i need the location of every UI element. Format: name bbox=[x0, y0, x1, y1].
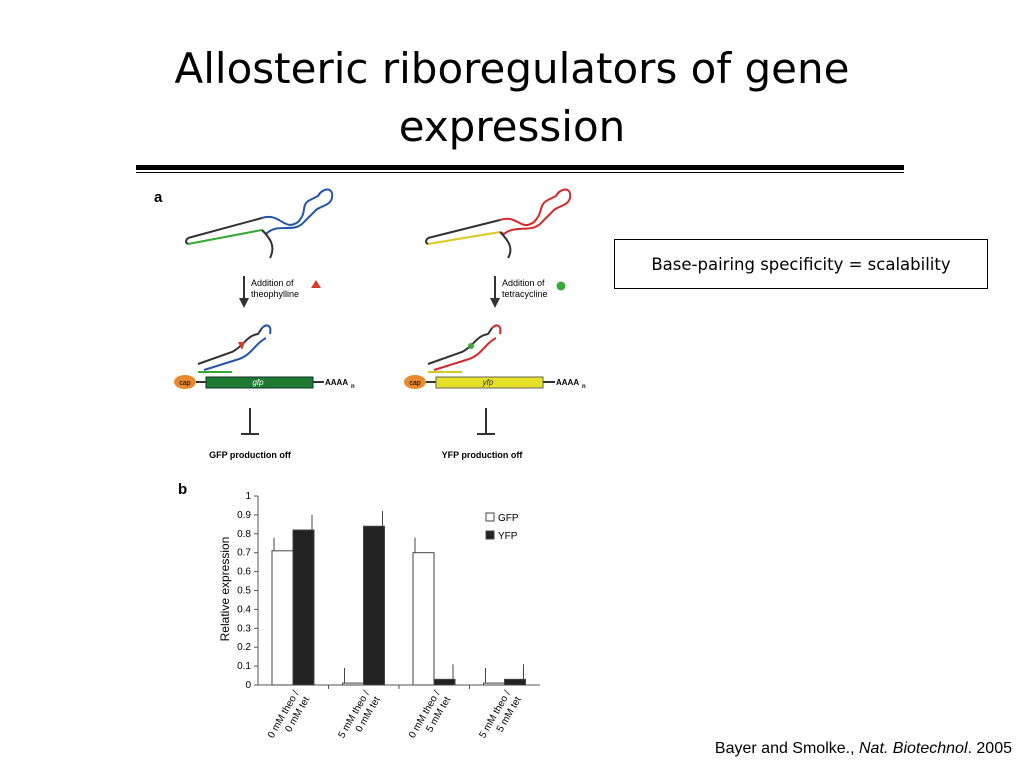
y-tick-label: 0.1 bbox=[237, 661, 251, 672]
bar-yfp-3 bbox=[433, 678, 456, 686]
y-tick-label: 0 bbox=[245, 680, 251, 691]
panel-a-label: a bbox=[154, 189, 163, 206]
right-riboregulator-unbound bbox=[425, 188, 572, 259]
left-riboregulator-bound bbox=[197, 324, 272, 373]
x-category-label: 5 mM theo /5 mM tet bbox=[477, 689, 523, 746]
theophylline-triangle-icon bbox=[311, 280, 321, 288]
callout-box: Base-pairing specificity = scalability bbox=[614, 239, 988, 289]
chart-ylabel: Relative expression bbox=[218, 537, 232, 642]
left-step-text-2: theophylline bbox=[251, 289, 299, 299]
y-tick-label: 0.9 bbox=[237, 510, 251, 521]
bar-yfp-4 bbox=[504, 678, 526, 686]
right-tail-label: AAAA bbox=[556, 378, 579, 387]
x-category-label: 5 mM theo /0 mM tet bbox=[336, 689, 382, 746]
bar-gfp-1 bbox=[271, 550, 294, 686]
panel-b-label: b bbox=[178, 481, 187, 498]
bar-gfp-4 bbox=[483, 682, 505, 686]
left-step-arrow bbox=[239, 276, 249, 308]
chart-legend: GFP YFP bbox=[485, 512, 519, 542]
left-mrna: cap gfp AAAA n bbox=[174, 375, 355, 390]
left-riboregulator-unbound bbox=[185, 188, 334, 259]
legend-swatch-yfp bbox=[485, 530, 495, 540]
right-cap-icon bbox=[404, 375, 426, 389]
y-tick-label: 0.8 bbox=[237, 529, 251, 540]
y-tick-label: 0.7 bbox=[237, 548, 251, 559]
left-gene-label: gfp bbox=[252, 378, 264, 387]
right-gene-label: yfp bbox=[482, 378, 494, 387]
left-cap-icon bbox=[174, 375, 196, 389]
title-rule-thin bbox=[136, 172, 904, 173]
title-rule-thick bbox=[136, 165, 904, 170]
right-result-text: YFP production off bbox=[442, 450, 524, 460]
left-result-text: GFP production off bbox=[209, 450, 292, 460]
citation-year: . 2005 bbox=[967, 740, 1012, 757]
x-category-label: 0 mM theo /0 mM tet bbox=[266, 689, 312, 746]
bar-gfp-3 bbox=[412, 552, 435, 686]
right-cap-label: cap bbox=[409, 380, 420, 387]
right-step-arrow bbox=[490, 276, 500, 308]
citation-authors: Bayer and Smolke., bbox=[714, 740, 859, 757]
slide-title: Allosteric riboregulators of gene expres… bbox=[0, 40, 1024, 156]
chart-bars bbox=[271, 511, 526, 686]
tetracycline-dot-icon bbox=[556, 281, 566, 291]
right-riboregulator-bound bbox=[427, 324, 502, 373]
y-tick-label: 0.4 bbox=[237, 604, 251, 615]
title-line-2: expression bbox=[398, 102, 626, 151]
right-step-text-2: tetracycline bbox=[502, 289, 548, 299]
bound-tetracycline-icon bbox=[468, 343, 474, 349]
right-tail-subscript: n bbox=[582, 384, 586, 390]
y-tick-label: 0.5 bbox=[237, 586, 251, 597]
y-tick-label: 0.6 bbox=[237, 567, 251, 578]
legend-label-gfp: GFP bbox=[498, 513, 519, 524]
legend-swatch-gfp bbox=[485, 512, 495, 522]
legend-label-yfp: YFP bbox=[498, 531, 518, 542]
callout-text: Base-pairing specificity = scalability bbox=[651, 254, 951, 274]
y-tick-label: 1 bbox=[245, 491, 251, 502]
right-step-text-1: Addition of bbox=[502, 278, 545, 288]
right-mrna: cap yfp AAAA n bbox=[404, 375, 586, 390]
bar-yfp-2 bbox=[363, 525, 385, 686]
left-repression-symbol bbox=[241, 408, 259, 435]
bound-theophylline-icon bbox=[238, 342, 245, 350]
left-cap-label: cap bbox=[179, 380, 190, 387]
right-repression-symbol bbox=[477, 408, 495, 435]
y-tick-label: 0.3 bbox=[237, 623, 251, 634]
left-tail-subscript: n bbox=[351, 384, 355, 390]
title-line-1: Allosteric riboregulators of gene bbox=[174, 44, 850, 93]
y-tick-label: 0.2 bbox=[237, 642, 251, 653]
bar-yfp-1 bbox=[292, 529, 315, 686]
bar-gfp-2 bbox=[342, 682, 364, 686]
left-tail-label: AAAA bbox=[325, 378, 348, 387]
x-category-label: 0 mM theo /5 mM tet bbox=[407, 689, 453, 746]
citation: Bayer and Smolke., Nat. Biotechnol. 2005 bbox=[715, 740, 1012, 758]
left-step-text-1: Addition of bbox=[251, 278, 294, 288]
citation-journal: Nat. Biotechnol bbox=[859, 740, 968, 757]
